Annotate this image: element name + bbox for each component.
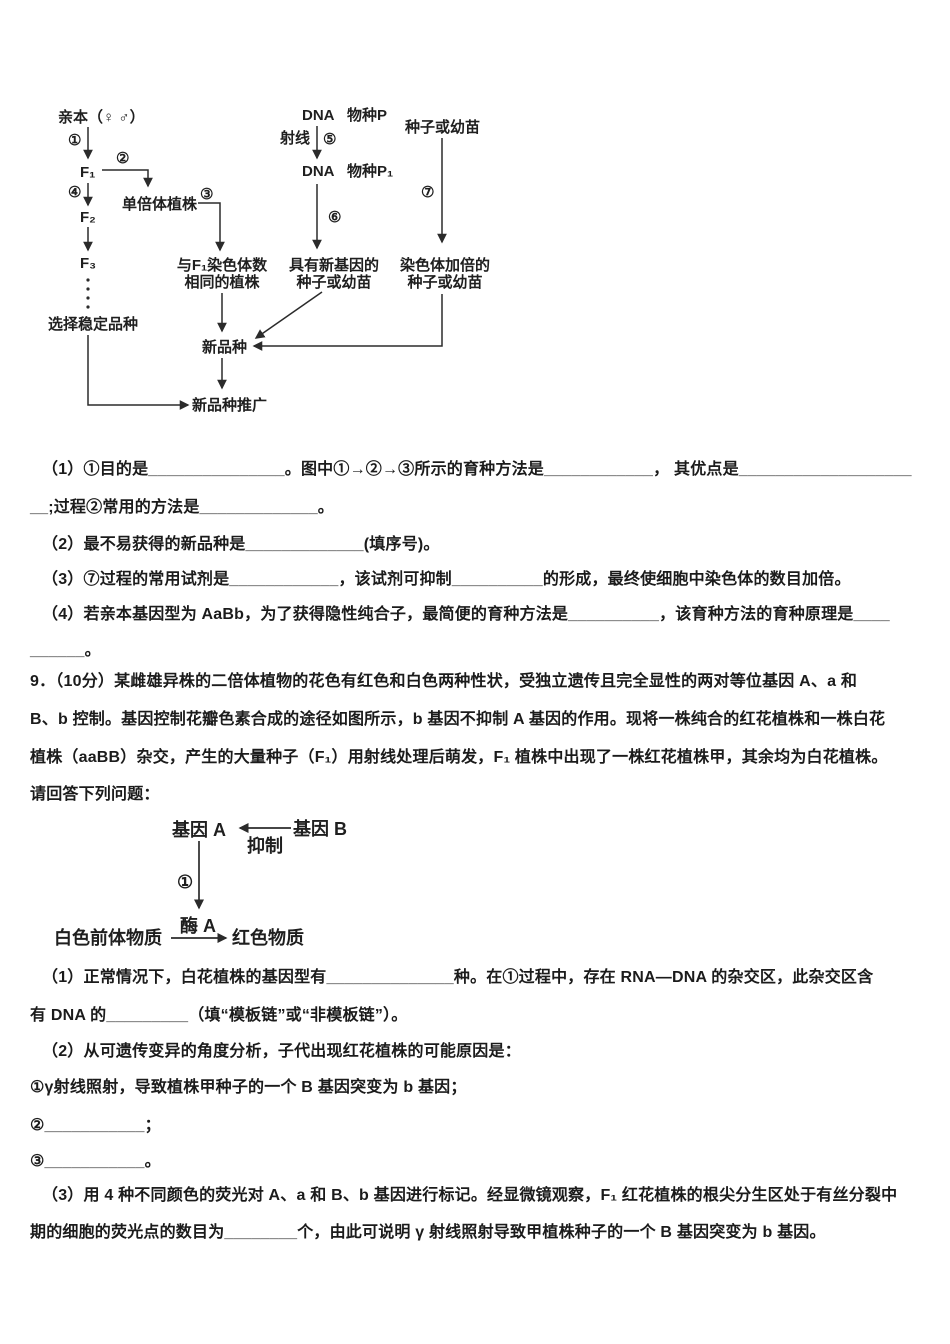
circle-5-label: ⑤ — [323, 131, 336, 148]
seed-or-seedling-label: 种子或幼苗 — [404, 118, 480, 136]
circle-7-label: ⑦ — [421, 184, 434, 201]
q8-line-3: （2）最不易获得的新品种是_____________(填序号)。 — [42, 536, 440, 553]
circle-2-label: ② — [116, 150, 129, 167]
inhibit-label: 抑制 — [247, 836, 283, 856]
dot — [86, 278, 90, 282]
q8-line-2: __;过程②常用的方法是_____________。 — [30, 499, 335, 516]
gene-a-label: 基因 A — [171, 819, 226, 840]
white-precursor-label: 白色前体物质 — [54, 927, 162, 948]
q9-stem-line-1: 9．（10分）某雌雄异株的二倍体植物的花色有红色和白色两种性状，受独立遗传且完全… — [30, 673, 858, 690]
doubled-label-line1: 染色体加倍的 — [399, 256, 490, 274]
q9-line-8: 期的细胞的荧光点的数目为________个，由此可说明 γ 射线照射导致甲植株种… — [30, 1224, 826, 1241]
f1-label: F₁ — [80, 164, 95, 181]
q9-line-2: 有 DNA 的_________（填“模板链”或“非模板链”）。 — [30, 1007, 408, 1024]
arrow-haploid-to-same-chrom — [198, 202, 225, 252]
q8-line-4: （3）⑦过程的常用试剂是____________，该试剂可抑制_________… — [42, 571, 851, 588]
f2-label: F₂ — [80, 209, 96, 226]
breeding-arrows — [83, 126, 447, 410]
q9-line-5: ②___________； — [30, 1117, 161, 1134]
dot — [86, 296, 90, 300]
circle-1-label: ① — [68, 132, 81, 149]
q9-stem-line-3: 植株（aaBB）杂交，产生的大量种子（F₁）用射线处理后萌发，F₁ 植株中出现了… — [30, 749, 888, 766]
q9-line-4: ①γ射线照射，导致植株甲种子的一个 B 基因突变为 b 基因； — [30, 1079, 467, 1096]
q9-line-3: （2）从可遗传变异的角度分析，子代出现红花植株的可能原因是： — [42, 1043, 521, 1060]
arrow-f1-to-haploid — [102, 169, 153, 188]
doubled-label-line2: 种子或幼苗 — [406, 273, 482, 291]
ellipsis-dots — [86, 278, 90, 309]
red-substance-label: 红色物质 — [232, 927, 304, 948]
new-gene-label-line2: 种子或幼苗 — [295, 273, 371, 291]
species-p-label: 物种P — [347, 106, 387, 124]
enzyme-a-label: 酶 A — [180, 915, 216, 936]
q9-line-7: （3）用 4 种不同颜色的荧光对 A、a 和 B、b 基因进行标记。经显微镜观察… — [42, 1187, 898, 1204]
gene-labels: 基因 A 基因 B 抑制 ① 酶 A 白色前体物质 红色物质 — [54, 818, 347, 948]
circle-3-label: ③ — [200, 186, 213, 203]
new-gene-label-line1: 具有新基因的 — [289, 256, 379, 274]
dna-label-top: DNA — [302, 107, 335, 124]
gene-b-label: 基因 B — [292, 818, 347, 839]
breeding-labels: 亲本（♀ ♂） ① F₁ ② ④ 单倍体植株 ③ F₂ F₃ 选择稳定品种 与F… — [48, 106, 490, 414]
new-variety-label: 新品种 — [202, 338, 247, 356]
arrow-new-gene-to-new-variety — [254, 291, 323, 339]
gene-pathway-diagram: 基因 A 基因 B 抑制 ① 酶 A 白色前体物质 红色物质 — [54, 818, 347, 948]
parent-label: 亲本（♀ ♂） — [58, 108, 145, 126]
same-chrom-label-line1: 与F₁染色体数 — [177, 256, 268, 274]
arrow-select-stable-to-promotion — [87, 335, 190, 410]
gene-arrows — [171, 822, 291, 944]
promotion-label: 新品种推广 — [192, 396, 267, 414]
dot — [86, 287, 90, 291]
same-chrom-label-line2: 相同的植株 — [184, 273, 260, 291]
arrow-doubled-to-new-variety — [252, 294, 443, 351]
species-p1-label: 物种P₁ — [347, 162, 393, 180]
select-stable-label: 选择稳定品种 — [48, 315, 138, 333]
dna-label-bottom: DNA — [302, 163, 335, 180]
haploid-label: 单倍体植株 — [122, 195, 198, 213]
q8-line-1: （1）①目的是_______________。图中①→②→③所示的育种方法是__… — [42, 461, 912, 478]
breeding-flow-diagram: 亲本（♀ ♂） ① F₁ ② ④ 单倍体植株 ③ F₂ F₃ 选择稳定品种 与F… — [48, 106, 490, 414]
dot — [86, 305, 90, 309]
f3-label: F₃ — [80, 255, 96, 272]
ray-label: 射线 — [279, 129, 310, 147]
circle-4-label: ④ — [68, 184, 81, 201]
q8-line-5: （4）若亲本基因型为 AaBb，为了获得隐性纯合子，最简便的育种方法是_____… — [42, 606, 890, 623]
q9-stem-line-4: 请回答下列问题： — [30, 786, 160, 803]
circle-6-label: ⑥ — [328, 209, 341, 226]
q9-line-6: ③___________。 — [30, 1153, 161, 1170]
q9-line-1: （1）正常情况下，白花植株的基因型有______________种。在①过程中，… — [42, 969, 874, 986]
q9-stem-line-2: B、b 控制。基因控制花瓣色素合成的途径如图所示，b 基因不抑制 A 基因的作用… — [30, 711, 886, 728]
q8-line-6: ______。 — [30, 642, 101, 659]
circle-1-label: ① — [177, 872, 193, 892]
